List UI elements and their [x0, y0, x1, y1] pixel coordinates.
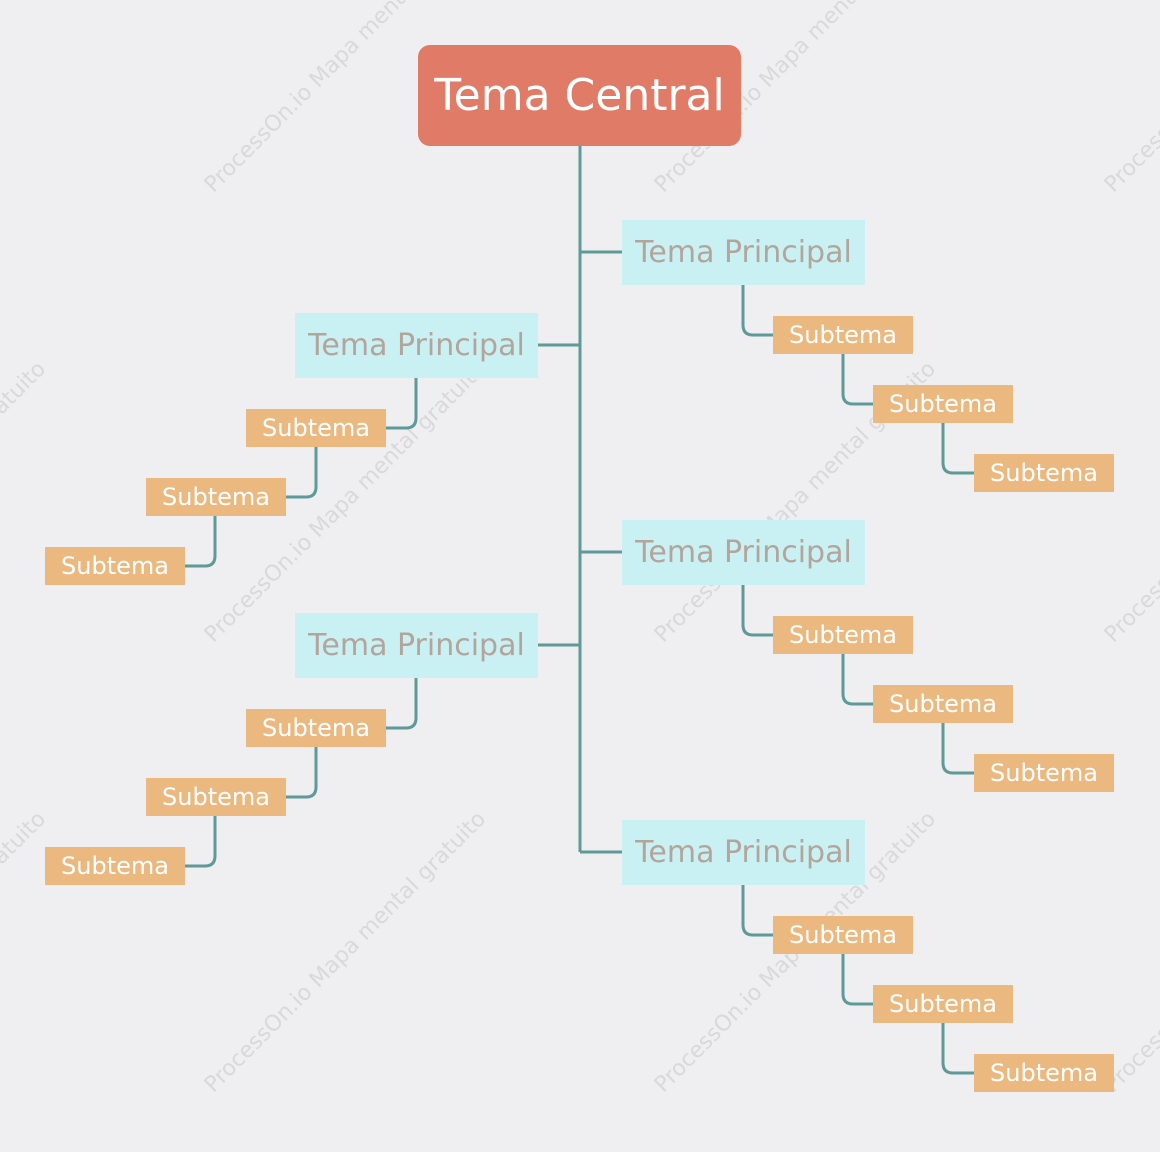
subtopic-label: Subtema	[262, 714, 370, 742]
connector-line	[941, 1023, 974, 1075]
subtopic[interactable]: Subtema	[773, 616, 913, 654]
main-topic-label: Tema Principal	[308, 628, 525, 663]
subtopic[interactable]: Subtema	[45, 847, 185, 885]
main-topic-right-1[interactable]: Tema Principal	[622, 220, 865, 285]
main-topic-left-2[interactable]: Tema Principal	[295, 613, 538, 678]
connector-line	[286, 747, 318, 799]
connector-line	[386, 378, 418, 430]
connector-line	[185, 516, 217, 568]
connector-line	[841, 954, 873, 1006]
connector-line	[185, 816, 217, 868]
subtopic-label: Subtema	[162, 483, 270, 511]
main-topic-label: Tema Principal	[635, 835, 852, 870]
connector-line	[386, 678, 418, 730]
subtopic[interactable]: Subtema	[246, 709, 386, 747]
connector-line	[741, 885, 773, 937]
subtopic[interactable]: Subtema	[873, 685, 1013, 723]
central-topic[interactable]: Tema Central	[418, 45, 741, 146]
connector-line	[841, 354, 873, 406]
central-topic-label: Tema Central	[434, 70, 725, 121]
connector-line	[286, 447, 318, 499]
subtopic[interactable]: Subtema	[246, 409, 386, 447]
subtopic[interactable]: Subtema	[773, 916, 913, 954]
subtopic-label: Subtema	[61, 552, 169, 580]
main-topic-label: Tema Principal	[308, 328, 525, 363]
subtopic[interactable]: Subtema	[974, 754, 1114, 792]
subtopic-label: Subtema	[889, 390, 997, 418]
main-topic-right-2[interactable]: Tema Principal	[622, 520, 865, 585]
subtopic[interactable]: Subtema	[45, 547, 185, 585]
subtopic-label: Subtema	[61, 852, 169, 880]
subtopic-label: Subtema	[262, 414, 370, 442]
subtopic-label: Subtema	[990, 1059, 1098, 1087]
connector-line	[741, 285, 773, 337]
subtopic[interactable]: Subtema	[773, 316, 913, 354]
subtopic-label: Subtema	[990, 759, 1098, 787]
connector-line	[741, 585, 773, 637]
subtopic[interactable]: Subtema	[974, 1054, 1114, 1092]
subtopic-label: Subtema	[162, 783, 270, 811]
main-topic-left-1[interactable]: Tema Principal	[295, 313, 538, 378]
connector-line	[941, 723, 974, 775]
subtopic-label: Subtema	[789, 921, 897, 949]
subtopic-label: Subtema	[789, 321, 897, 349]
subtopic[interactable]: Subtema	[873, 385, 1013, 423]
subtopic[interactable]: Subtema	[146, 778, 286, 816]
subtopic[interactable]: Subtema	[146, 478, 286, 516]
subtopic-label: Subtema	[889, 690, 997, 718]
main-topic-label: Tema Principal	[635, 535, 852, 570]
subtopic-label: Subtema	[889, 990, 997, 1018]
subtopic[interactable]: Subtema	[974, 454, 1114, 492]
connector-line	[941, 423, 974, 475]
main-topic-right-3[interactable]: Tema Principal	[622, 820, 865, 885]
subtopic-label: Subtema	[990, 459, 1098, 487]
main-topic-label: Tema Principal	[635, 235, 852, 270]
subtopic[interactable]: Subtema	[873, 985, 1013, 1023]
connector-line	[841, 654, 873, 706]
subtopic-label: Subtema	[789, 621, 897, 649]
